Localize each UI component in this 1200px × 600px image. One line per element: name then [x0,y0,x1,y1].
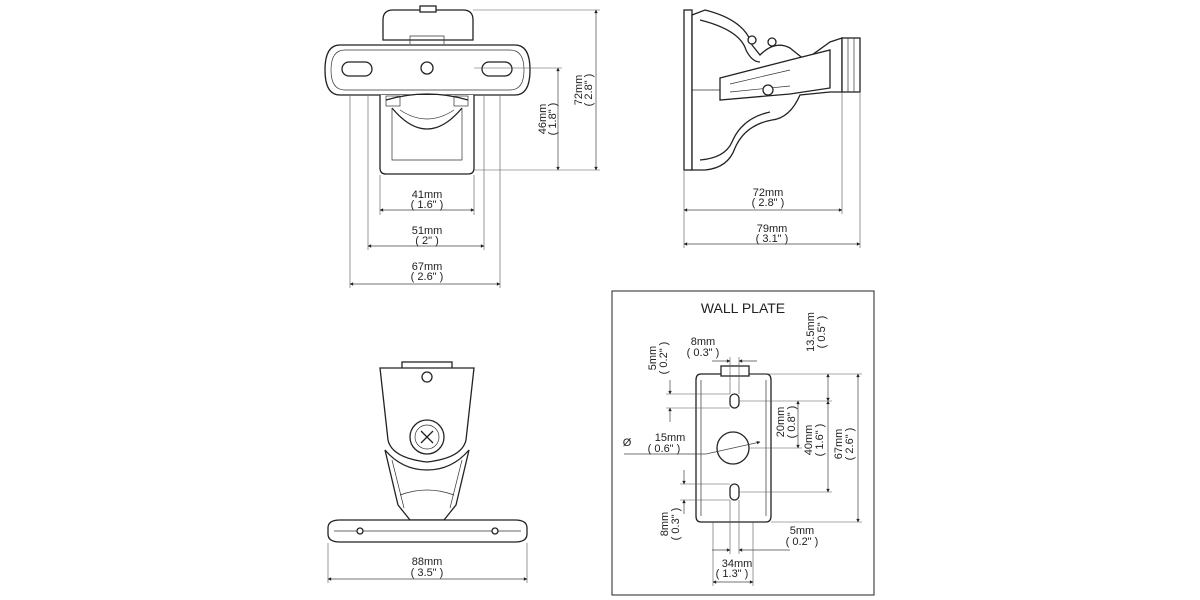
side-dims: 72mm ( 2.8" ) 79mm ( 3.1" ) [683,93,861,248]
wp-dim-5-left-mm: 5mm [647,346,659,370]
rear-dims: 88mm ( 3.5" ) [327,543,528,583]
front-dim-41-in: ( 1.6" ) [411,199,444,211]
front-dim-46-mm: 46mm [537,104,549,135]
front-dim-72-mm: 72mm [573,75,585,106]
wp-dim-34-mm: 34mm [722,558,753,570]
front-dim-46-in: ( 1.8" ) [547,103,559,136]
wp-dim-15-mm: 15mm [655,432,686,444]
wp-dim-34-in: ( 1.3" ) [716,568,749,580]
wp-dim-5-right-mm: 5mm [790,525,814,537]
wp-dim-67-in: ( 2.6" ) [844,428,856,461]
front-dim-51-in: ( 2" ) [415,235,438,247]
side-dim-72-in: ( 2.8" ) [752,197,785,209]
wp-dim-20-in: ( 0.8" ) [786,406,798,439]
wp-dim-8-bottom-mm: 8mm [659,512,671,536]
wall-plate-dims: 8mm ( 0.3" ) 5mm ( 0.2" ) 13.5mm ( 0.5" … [623,312,862,586]
wp-dim-67-mm: 67mm [833,429,845,460]
rear-dim-88-in: ( 3.5" ) [411,567,444,579]
wp-diameter-symbol: Ø [623,437,632,449]
wp-dim-5-left-in: ( 0.2" ) [658,342,670,375]
wp-dim-15-in: ( 0.6" ) [648,443,681,455]
front-dim-72-in: ( 2.8" ) [583,74,595,107]
wp-dim-8-bottom-in: ( 0.3" ) [670,508,682,541]
wp-dim-40-in: ( 1.6" ) [814,424,826,457]
wp-dim-8-top-in: ( 0.3" ) [687,347,720,359]
rear-view [327,361,528,543]
wp-dim-20-mm: 20mm [775,407,787,438]
side-dim-79-in: ( 3.1" ) [756,233,789,245]
wp-dim-13-5-mm: 13.5mm [805,312,817,352]
wp-dim-8-top-mm: 8mm [691,336,715,348]
front-view [324,5,531,175]
front-dim-67-mm: 67mm [412,261,443,273]
wp-dim-40-mm: 40mm [803,425,815,456]
front-dim-67-in: ( 2.6" ) [411,271,444,283]
wp-dim-13-5-in: ( 0.5" ) [816,316,828,349]
side-dim-79-mm: 79mm [757,223,788,235]
side-view [683,9,861,171]
wp-dim-5-right-in: ( 0.2" ) [786,536,819,548]
front-dims: 41mm ( 1.6" ) 51mm ( 2" ) 67mm ( 2.6" ) … [349,9,600,288]
side-dim-72-mm: 72mm [753,187,784,199]
wall-plate-title: WALL PLATE [701,300,785,316]
front-dim-41-mm: 41mm [412,189,443,201]
front-dim-51-mm: 51mm [412,225,443,237]
rear-dim-88-mm: 88mm [412,556,443,568]
